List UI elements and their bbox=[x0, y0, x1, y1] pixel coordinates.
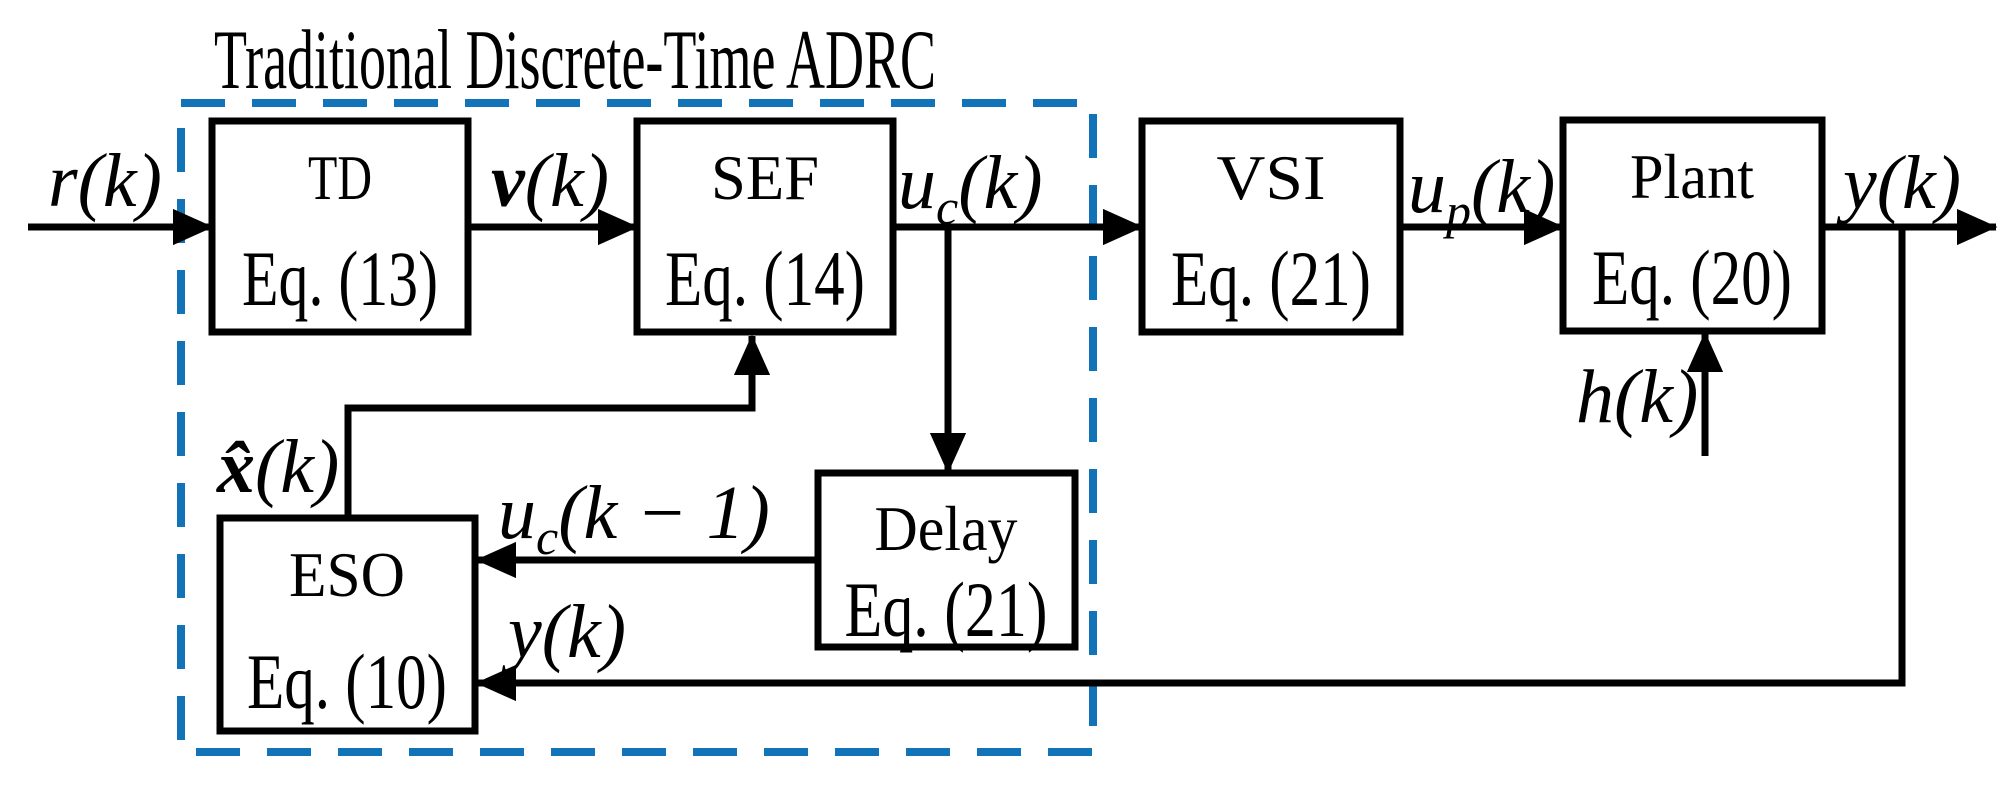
block-delay-box bbox=[814, 469, 1079, 651]
block-delay: Delay Eq. (21) bbox=[814, 469, 1079, 653]
block-sef-name: SEF bbox=[711, 142, 819, 213]
block-plant-eq: Eq. (20) bbox=[1592, 234, 1792, 321]
block-td: TD Eq. (13) bbox=[208, 117, 472, 336]
signal-label-h: h(k) bbox=[1576, 355, 1698, 439]
block-plant: Plant Eq. (20) bbox=[1559, 116, 1826, 335]
block-sef: SEF Eq. (14) bbox=[633, 117, 897, 336]
block-delay-eq: Eq. (21) bbox=[845, 566, 1048, 653]
block-eso-eq: Eq. (10) bbox=[247, 638, 447, 725]
block-sef-box bbox=[633, 117, 897, 336]
signal-label-v: v(k) bbox=[491, 139, 609, 223]
signal-label-xhat: x̂(k) bbox=[216, 425, 339, 509]
block-eso: ESO Eq. (10) bbox=[216, 514, 479, 735]
line-y-feedback-to-eso bbox=[475, 227, 1906, 702]
block-td-eq: Eq. (13) bbox=[242, 235, 438, 322]
figure-title: Traditional Discrete-Time ADRC bbox=[214, 13, 936, 107]
block-plant-name: Plant bbox=[1630, 141, 1754, 212]
signal-label-y-feedback: y(k) bbox=[501, 590, 626, 674]
signal-label-r: r(k) bbox=[48, 139, 162, 223]
signal-label-uc: uc(k) bbox=[898, 141, 1043, 235]
block-vsi-name: VSI bbox=[1217, 142, 1326, 213]
block-td-box bbox=[208, 117, 472, 336]
block-td-name: TD bbox=[308, 142, 372, 213]
block-sef-eq: Eq. (14) bbox=[665, 235, 865, 322]
line-xhat-eso-to-sef bbox=[344, 334, 771, 518]
signal-label-up: up(k) bbox=[1408, 145, 1555, 239]
block-vsi-eq: Eq. (21) bbox=[1171, 235, 1371, 322]
signal-label-uc-prev: uc(k − 1) bbox=[498, 471, 770, 565]
block-eso-box bbox=[216, 514, 479, 735]
signal-label-y-output: y(k) bbox=[1836, 141, 1961, 225]
block-delay-name: Delay bbox=[875, 493, 1018, 564]
adrc-boundary-box bbox=[177, 99, 1097, 756]
block-eso-name: ESO bbox=[289, 539, 405, 610]
block-vsi: VSI Eq. (21) bbox=[1138, 117, 1404, 336]
block-vsi-box bbox=[1138, 117, 1404, 336]
block-plant-box bbox=[1559, 116, 1826, 335]
